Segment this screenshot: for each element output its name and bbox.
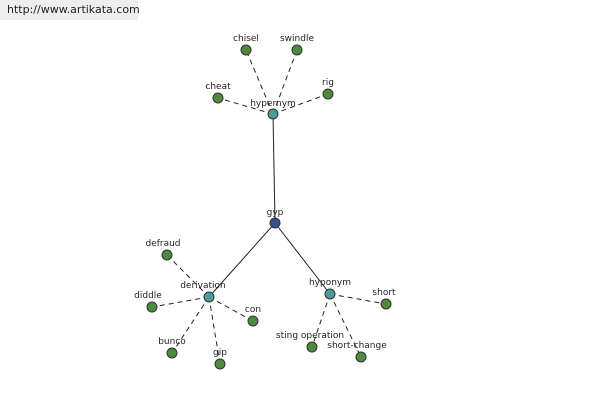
node-label-short: short (372, 288, 396, 298)
node-rig[interactable]: rig (322, 78, 334, 100)
node-hypernym[interactable]: hypernym (250, 99, 296, 120)
node-label-diddle: diddle (134, 291, 162, 301)
node-label-cheat: cheat (205, 82, 231, 92)
node-circle-derivation[interactable] (203, 291, 215, 303)
url-bar: http://www.artikata.com (0, 0, 140, 20)
node-circle-swindle[interactable] (291, 44, 303, 56)
edge-hypernym-chisel (245, 49, 274, 115)
node-sting-operation[interactable]: sting operation (276, 331, 344, 353)
node-derivation[interactable]: derivation (180, 281, 226, 303)
edges-layer (151, 49, 387, 365)
node-circle-cheat[interactable] (212, 92, 224, 104)
edge-hypernym-swindle (272, 49, 298, 115)
node-label-hypernym: hypernym (250, 99, 296, 109)
node-circle-con[interactable] (247, 315, 259, 327)
node-label-rig: rig (322, 78, 334, 88)
node-short[interactable]: short (372, 288, 396, 310)
node-circle-hypernym[interactable] (267, 108, 279, 120)
edge-gyp-hypernym (272, 113, 276, 224)
node-circle-short-change[interactable] (355, 351, 367, 363)
node-label-con: con (245, 305, 261, 315)
node-chisel[interactable]: chisel (233, 34, 259, 56)
node-circle-rig[interactable] (322, 88, 334, 100)
edge-hyponym-sting-operation (311, 293, 331, 348)
node-circle-bunco[interactable] (166, 347, 178, 359)
edge-derivation-bunco (171, 296, 210, 354)
node-label-sting-operation: sting operation (276, 331, 344, 341)
node-gyp[interactable]: gyp (267, 208, 284, 229)
edge-derivation-defraud (166, 254, 210, 298)
node-hyponym[interactable]: hyponym (309, 278, 351, 300)
node-label-short-change: short-change (327, 341, 387, 351)
node-label-bunco: bunco (158, 337, 186, 347)
edge-hypernym-rig (272, 93, 329, 115)
node-defraud[interactable]: defraud (145, 239, 181, 261)
node-label-defraud: defraud (145, 239, 180, 249)
node-circle-gyp[interactable] (269, 217, 281, 229)
edge-hyponym-short-change (329, 293, 362, 358)
edge-hypernym-cheat (217, 97, 274, 115)
node-label-gyp: gyp (267, 208, 284, 218)
node-bunco[interactable]: bunco (158, 337, 186, 359)
node-label-chisel: chisel (233, 34, 259, 44)
node-circle-sting-operation[interactable] (306, 341, 318, 353)
node-label-hyponym: hyponym (309, 278, 351, 288)
node-circle-chisel[interactable] (240, 44, 252, 56)
node-con[interactable]: con (245, 305, 261, 327)
node-label-derivation: derivation (180, 281, 226, 291)
node-circle-short[interactable] (380, 298, 392, 310)
node-label-swindle: swindle (280, 34, 314, 44)
node-swindle[interactable]: swindle (280, 34, 314, 56)
edge-derivation-diddle (151, 296, 210, 308)
node-short-change[interactable]: short-change (327, 341, 387, 363)
node-circle-hyponym[interactable] (324, 288, 336, 300)
edge-gyp-hyponym (274, 222, 331, 295)
node-circle-gip[interactable] (214, 358, 226, 370)
node-cheat[interactable]: cheat (205, 82, 231, 104)
node-gip[interactable]: gip (213, 348, 227, 370)
node-circle-diddle[interactable] (146, 301, 158, 313)
node-diddle[interactable]: diddle (134, 291, 162, 313)
nodes-layer: gyp hypernym derivation hyponym chisel swindl… (134, 34, 396, 370)
edge-gyp-derivation (208, 222, 276, 298)
node-circle-defraud[interactable] (161, 249, 173, 261)
edge-derivation-gip (208, 296, 221, 365)
site-url[interactable]: http://www.artikata.com (7, 3, 140, 16)
node-label-gip: gip (213, 348, 227, 358)
edge-hyponym-short (329, 293, 387, 305)
